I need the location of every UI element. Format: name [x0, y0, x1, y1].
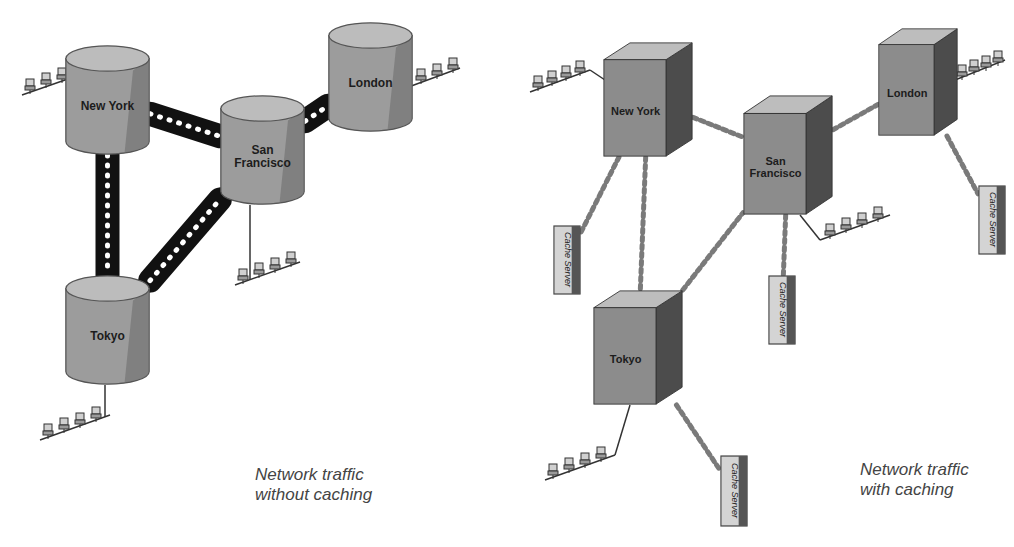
traffic-link — [833, 104, 878, 129]
site-label: New York — [68, 73, 147, 141]
diagram-caption: Network traffic with caching — [860, 460, 990, 501]
site-label: San Francisco — [745, 121, 806, 213]
site-label: Cache Server — [768, 279, 796, 341]
traffic-bundle — [150, 199, 220, 280]
cache-server: Cache Server — [720, 455, 748, 527]
site-box: New York — [603, 42, 693, 157]
site-cylinder: London — [328, 22, 413, 132]
traffic-link — [783, 215, 785, 275]
traffic-bundle — [305, 106, 328, 122]
traffic-link — [640, 157, 645, 290]
site-label: Cache Server — [553, 229, 581, 291]
cache-server: Cache Server — [978, 185, 1006, 255]
site-label: New York — [605, 67, 666, 155]
site-label: San Francisco — [223, 123, 302, 191]
site-box: San Francisco — [743, 95, 833, 215]
traffic-link — [947, 136, 978, 194]
site-label: Tokyo — [68, 303, 147, 371]
diagram-caption: Network traffic without caching — [255, 465, 385, 506]
site-label: Cache Server — [978, 189, 1006, 251]
site-cylinder: San Francisco — [220, 95, 305, 205]
site-box: London — [878, 28, 958, 136]
site-label: London — [880, 52, 934, 134]
site-box: Tokyo — [593, 290, 683, 405]
site-cylinder: Tokyo — [65, 275, 150, 385]
cache-server: Cache Server — [768, 275, 796, 345]
traffic-link — [581, 157, 619, 232]
traffic-bundle — [150, 114, 220, 137]
traffic-bundle — [107, 155, 108, 275]
site-cylinder: New York — [65, 45, 150, 155]
site-label: London — [331, 50, 410, 118]
traffic-link — [683, 213, 743, 290]
traffic-link — [676, 405, 720, 470]
site-label: Tokyo — [595, 315, 656, 403]
site-label: Cache Server — [720, 459, 748, 523]
traffic-link — [693, 117, 743, 137]
cache-server: Cache Server — [553, 225, 581, 295]
